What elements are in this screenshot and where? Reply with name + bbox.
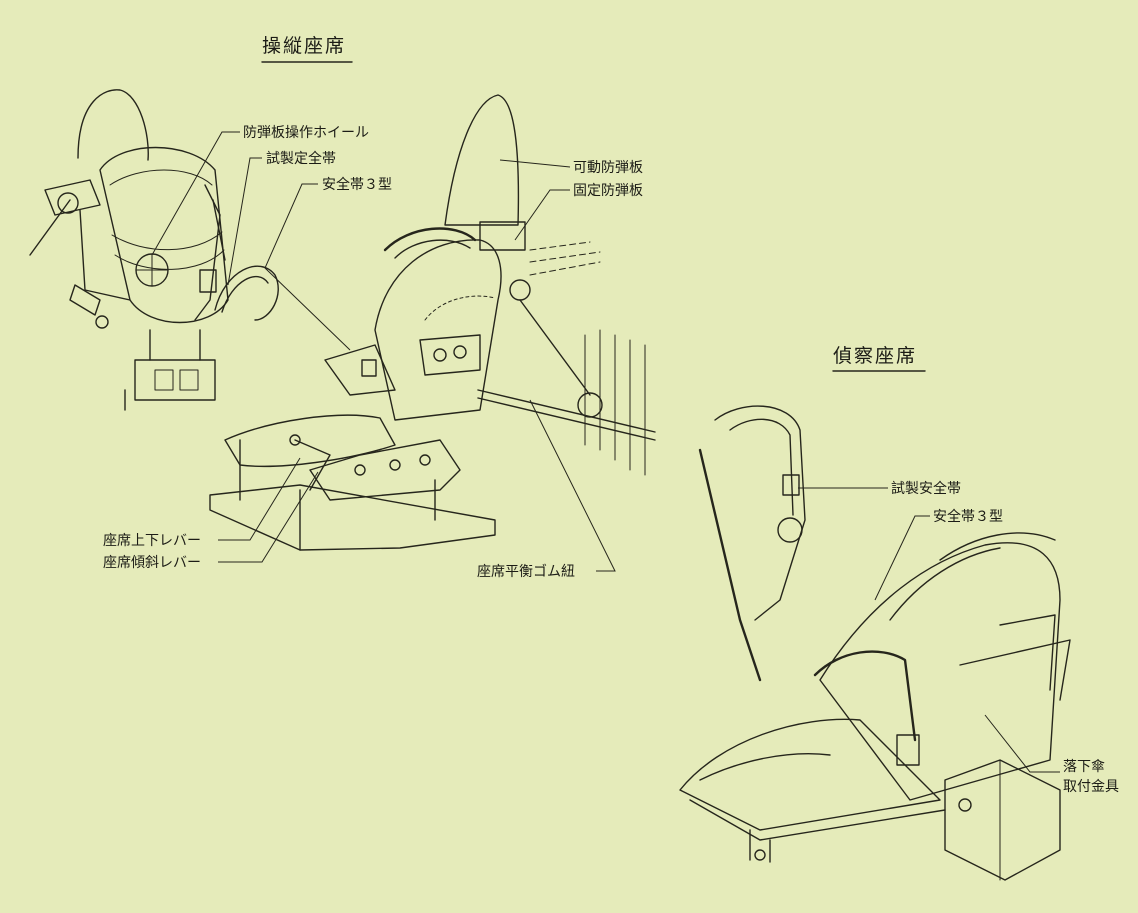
pilot-seat-base-plate	[209, 484, 496, 551]
recon-side-tube	[959, 639, 1071, 701]
label-prototype-belt-recon: 試製安全帯	[891, 480, 961, 497]
recon-seat-pan	[679, 718, 941, 831]
label-parachute-fitting-line1: 落下傘	[1063, 759, 1105, 775]
recon-belt-buckle	[896, 734, 920, 766]
rear-armor-plate	[77, 89, 149, 161]
recon-harness-loop	[714, 405, 806, 621]
label-tilt-lever: 座席傾斜レバー	[103, 555, 201, 571]
label-belt-type3-pilot: 安全帯３型	[322, 176, 392, 193]
label-belt-type3-recon: 安全帯３型	[933, 508, 1003, 525]
recon-harness-buckle	[782, 474, 800, 496]
recon-lap-belt	[813, 650, 917, 742]
recon-seat-title: 偵察座席	[833, 345, 917, 367]
pilot-shoulder-belt-top	[383, 227, 477, 252]
recon-seat-labels: 試製安全帯 安全帯３型 落下傘 取付金具	[798, 480, 1119, 795]
label-balance-cord: 座席平衡ゴム紐	[477, 563, 575, 580]
label-height-lever: 座席上下レバー	[103, 533, 201, 549]
recon-seat-back	[819, 542, 1061, 801]
pulley-lower	[577, 392, 603, 418]
pilot-seat-pan	[224, 414, 396, 467]
pilot-seat-labels: 防弾板操作ホイール 試製定全帯 安全帯３型 可動防弾板 固定防弾板 座席上下レバ…	[103, 125, 643, 580]
parachute-mount-bracket	[944, 759, 1061, 881]
pilot-seat-title: 操縦座席	[262, 35, 346, 57]
rear-seat-bucket	[99, 146, 229, 324]
belt-type3-loop-rear	[214, 265, 279, 321]
rear-seat-base	[134, 359, 216, 401]
recon-harness-strap	[698, 448, 762, 682]
pulley-upper	[509, 279, 531, 301]
pilot-lap-belt	[324, 344, 396, 396]
pilot-seat-back	[374, 239, 502, 421]
label-parachute-fitting-line2: 取付金具	[1063, 779, 1119, 795]
rear-shoulder-belt	[194, 184, 221, 321]
recon-seat-view	[679, 405, 1071, 881]
label-fixed-armor: 固定防弾板	[573, 183, 643, 199]
pilot-seat-rear-view	[29, 89, 279, 411]
rear-side-bracket	[44, 179, 101, 216]
label-movable-armor: 可動防弾板	[573, 160, 643, 176]
seat-levers	[294, 439, 331, 491]
side-mechanism-plate	[419, 334, 481, 376]
armor-wheel-hub	[57, 192, 79, 214]
balance-rubber-cord	[519, 299, 591, 396]
pilot-seat-frame	[309, 439, 461, 501]
label-prototype-belt-pilot: 試製定全帯	[266, 150, 336, 167]
movable-armor-plate	[444, 94, 520, 226]
label-armor-wheel: 防弾板操作ホイール	[243, 125, 369, 141]
